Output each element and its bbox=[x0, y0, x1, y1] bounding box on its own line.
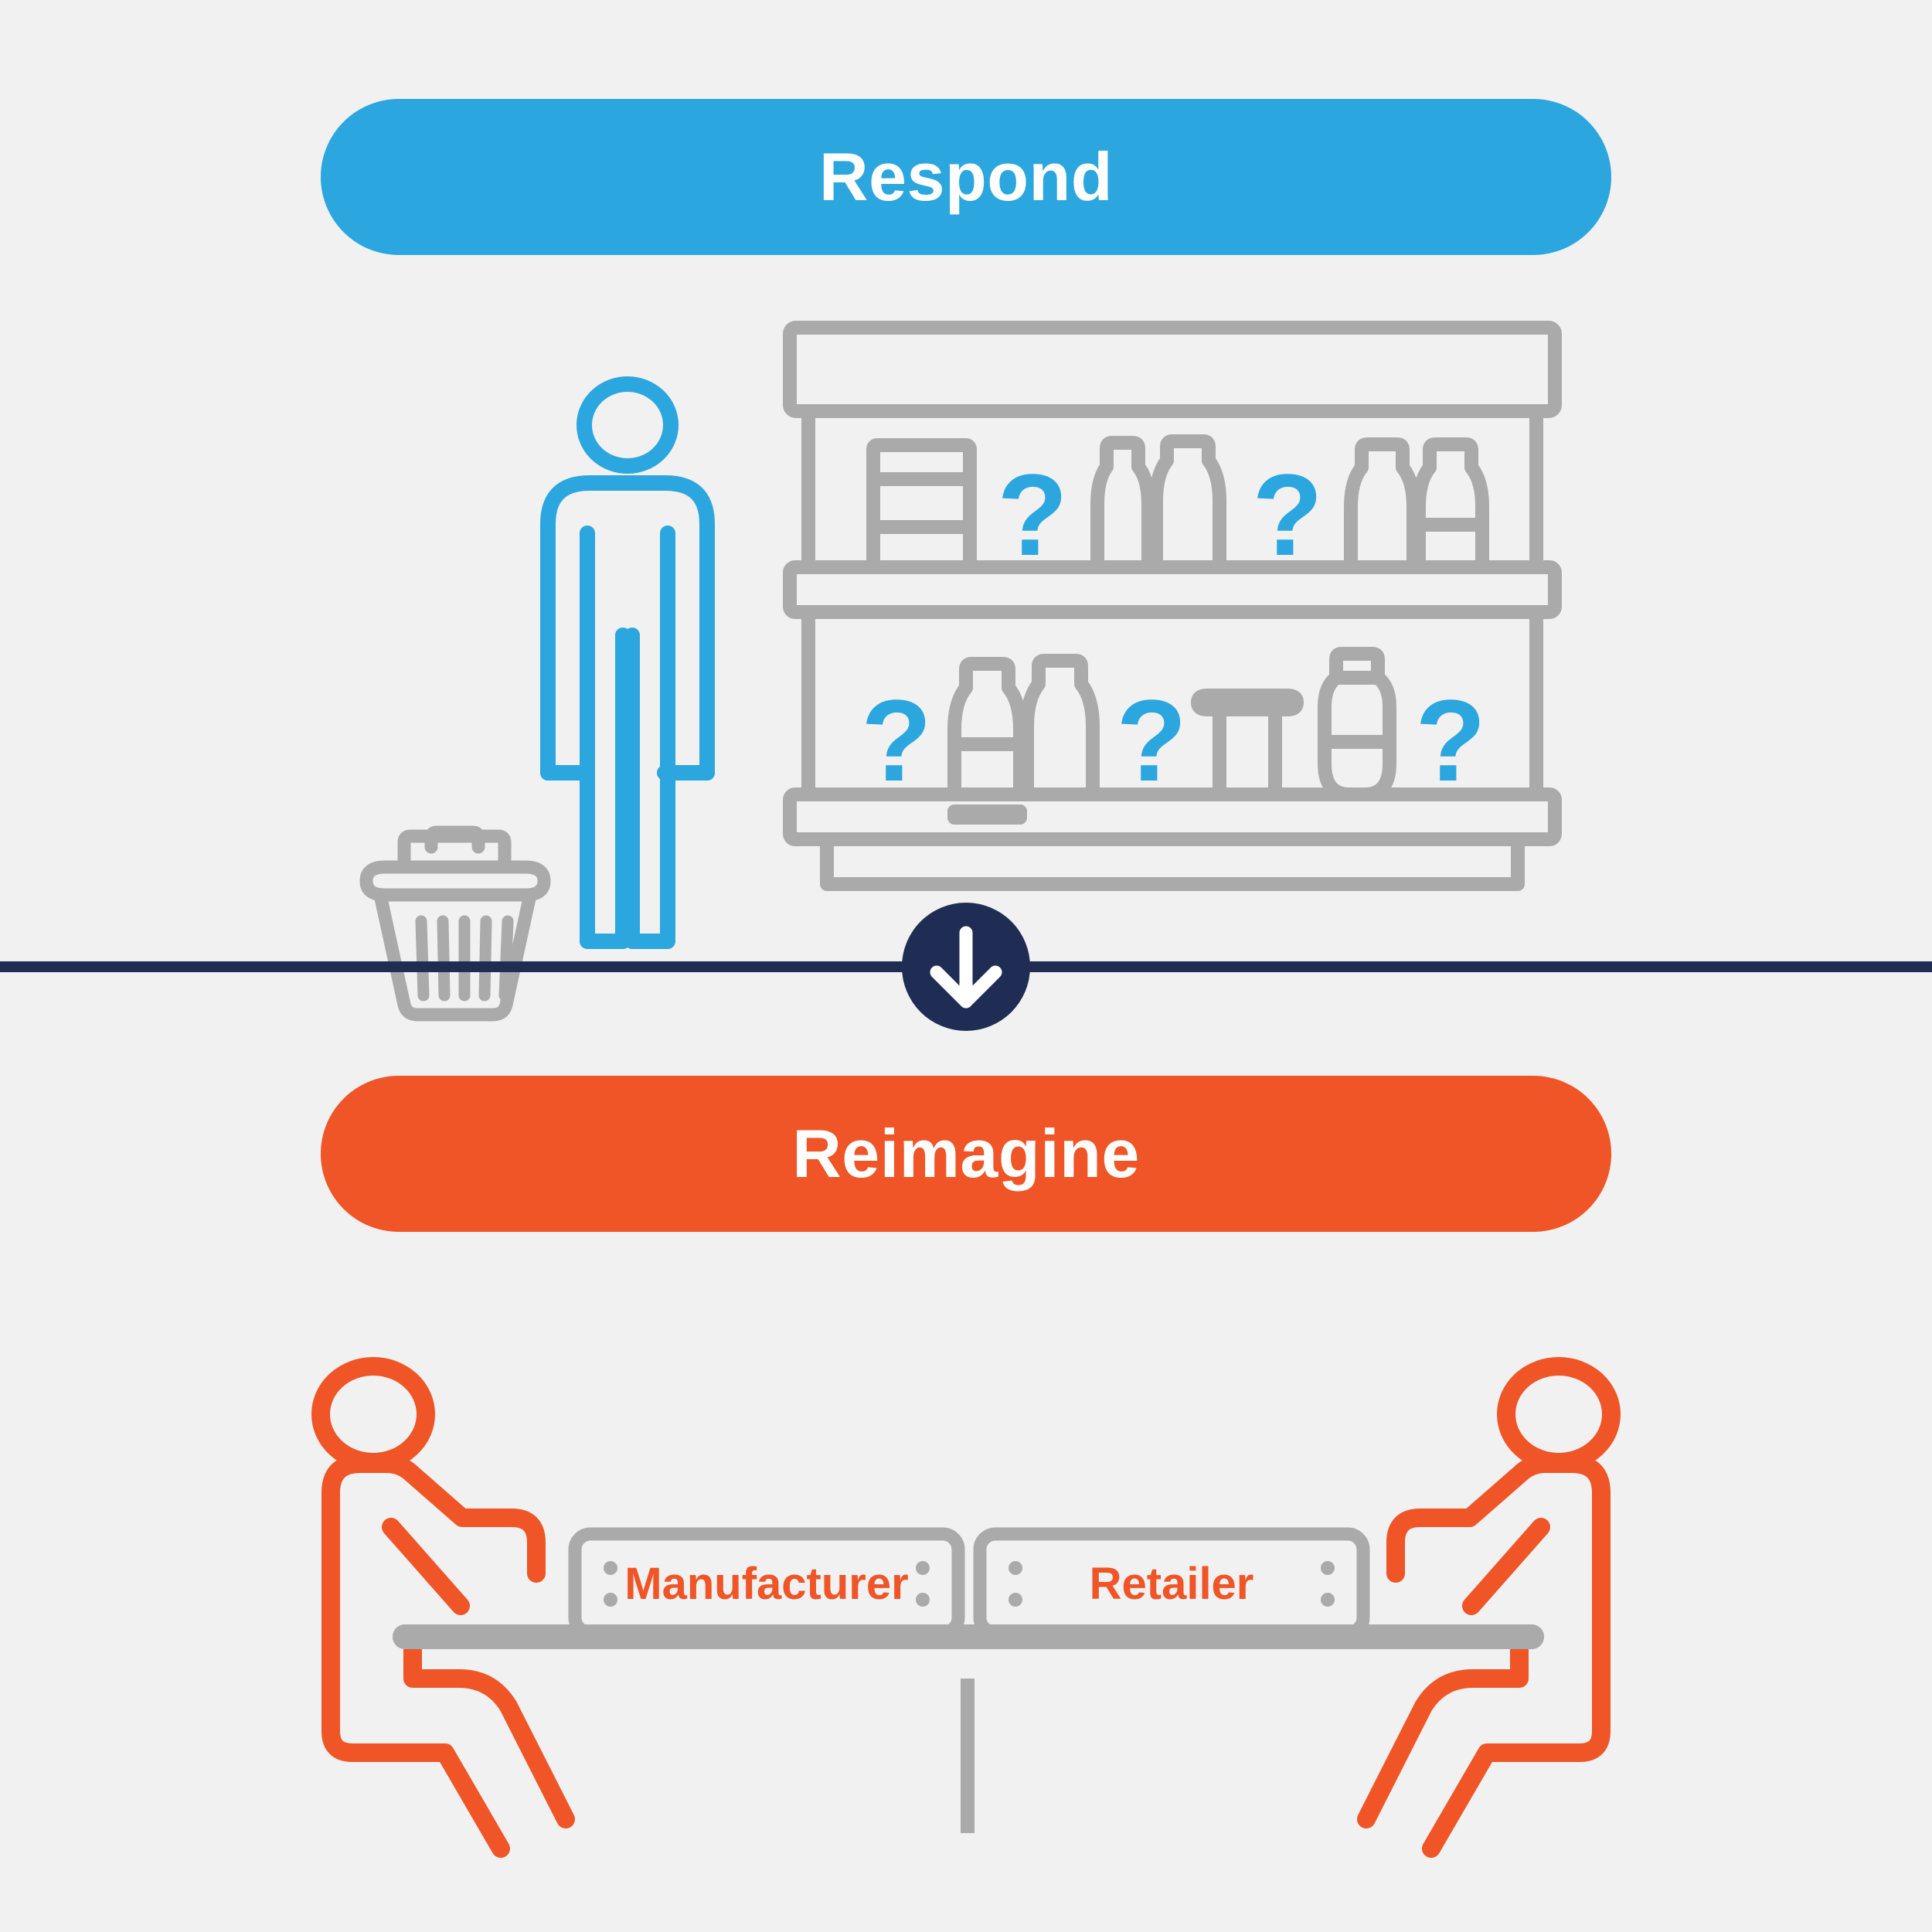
seated-person-left-icon bbox=[311, 1357, 575, 1858]
top-shelf-products bbox=[866, 434, 1489, 574]
arrow-down-icon bbox=[930, 926, 1002, 1009]
table-leg bbox=[961, 1679, 975, 1833]
bottom-shelf-products bbox=[947, 647, 1396, 825]
seated-person-right-icon bbox=[1357, 1357, 1621, 1858]
svg-text:?: ? bbox=[1116, 675, 1187, 805]
respond-banner[interactable] bbox=[321, 99, 1611, 255]
svg-text:?: ? bbox=[1415, 675, 1486, 805]
section-divider bbox=[0, 903, 1932, 1031]
table-top-overlay bbox=[393, 1624, 1544, 1649]
svg-text:?: ? bbox=[1252, 450, 1323, 580]
svg-text:?: ? bbox=[861, 675, 932, 805]
reimagine-banner[interactable] bbox=[321, 1076, 1611, 1232]
shopping-basket-icon bbox=[359, 825, 551, 1022]
svg-text:?: ? bbox=[997, 450, 1068, 580]
reimagine-scene bbox=[311, 1357, 1621, 1858]
standing-person-icon bbox=[540, 376, 715, 949]
nameplate-manufacturer bbox=[568, 1527, 965, 1640]
respond-scene: ? ? ? ? ? bbox=[359, 321, 1562, 1022]
nameplate-retailer bbox=[973, 1527, 1370, 1640]
out-of-stock-question-marks: ? ? ? ? ? bbox=[861, 450, 1486, 805]
